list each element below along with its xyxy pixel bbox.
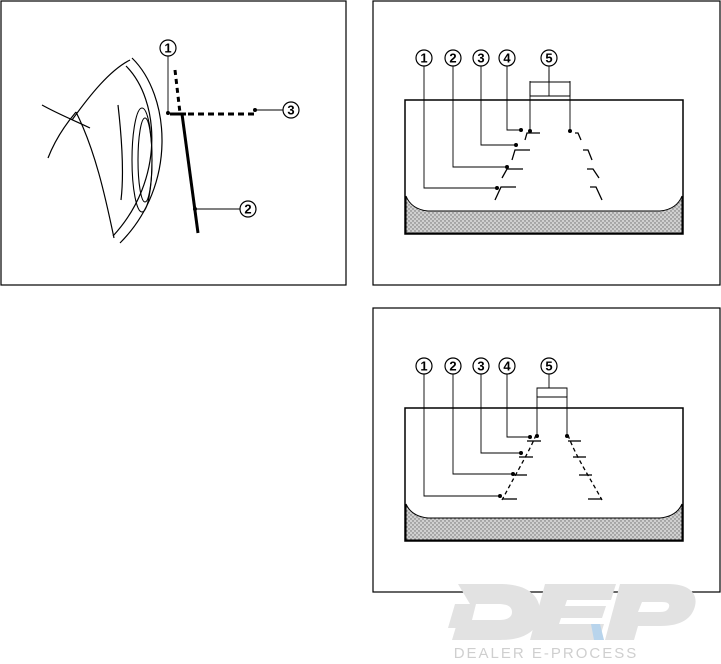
- logo-caption: DEALER E-PROCESS: [454, 645, 639, 662]
- callout-4: 4: [499, 50, 515, 66]
- panel-side-view: 1 3 2: [1, 1, 346, 285]
- callout-3: 3: [473, 50, 489, 66]
- svg-text:2: 2: [449, 51, 456, 66]
- callout-2: 2: [445, 358, 461, 374]
- vehicle-rear-outline: [42, 58, 162, 243]
- callout-1: 1: [416, 358, 432, 374]
- guide-line-solid: [182, 114, 198, 233]
- svg-text:1: 1: [420, 51, 427, 66]
- rear-wheel: [132, 108, 152, 212]
- svg-text:3: 3: [477, 359, 484, 374]
- svg-text:3: 3: [477, 51, 484, 66]
- logo-letter-p: [605, 584, 696, 640]
- svg-text:1: 1: [420, 359, 427, 374]
- callout-5: 5: [541, 358, 557, 374]
- svg-text:4: 4: [503, 51, 511, 66]
- panel-bottom-view: 1 2 3 4 5: [373, 308, 720, 592]
- svg-text:4: 4: [503, 359, 511, 374]
- callout-2: 2: [240, 201, 256, 217]
- svg-text:5: 5: [545, 359, 552, 374]
- monitor-screen: [405, 408, 683, 541]
- dealer-e-process-logo: DEALER E-PROCESS: [448, 584, 696, 662]
- callout-3: 3: [283, 102, 299, 118]
- svg-text:3: 3: [287, 103, 294, 118]
- callout-4: 4: [499, 358, 515, 374]
- logo-letter-e: [530, 584, 616, 640]
- callout-1: 1: [160, 40, 176, 56]
- monitor-screen: [405, 100, 683, 234]
- svg-text:2: 2: [244, 202, 251, 217]
- callout-1: 1: [416, 50, 432, 66]
- svg-text:5: 5: [545, 51, 552, 66]
- panel-top-view: 1 2 3 4 5: [373, 1, 720, 285]
- callout-2: 2: [445, 50, 461, 66]
- callout-5: 5: [541, 50, 557, 66]
- svg-text:1: 1: [164, 41, 171, 56]
- callout-3: 3: [473, 358, 489, 374]
- svg-text:2: 2: [449, 359, 456, 374]
- guide-line-dashed-vertical: [175, 70, 180, 113]
